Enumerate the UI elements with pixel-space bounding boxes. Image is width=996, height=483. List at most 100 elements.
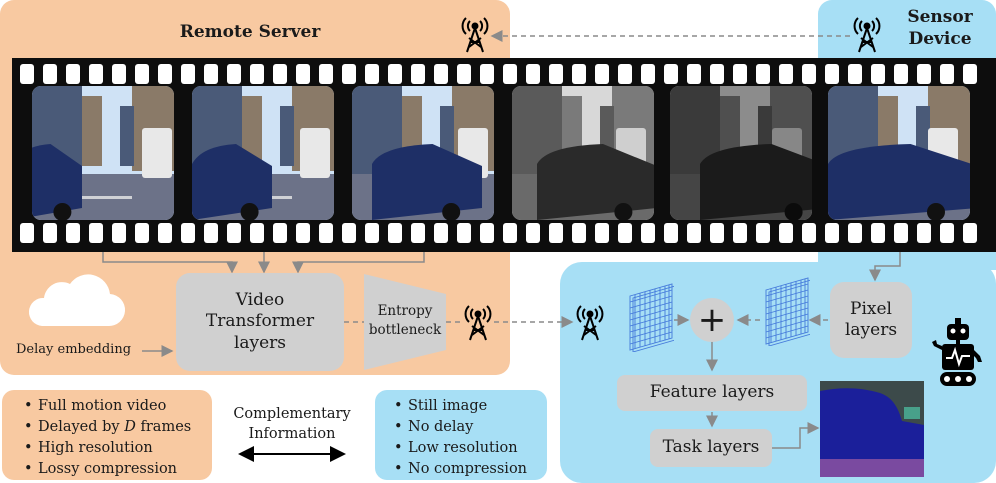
- filmstrip-hole: [825, 64, 839, 84]
- filmstrip-hole: [411, 64, 425, 84]
- robot-icon: [932, 318, 982, 386]
- server-properties-box: Full motion video Delayed by D frames Hi…: [2, 390, 212, 480]
- filmstrip-hole: [618, 223, 632, 243]
- filmstrip-hole: [89, 223, 103, 243]
- filmstrip-hole: [227, 64, 241, 84]
- filmstrip-hole: [457, 223, 471, 243]
- filmstrip-hole: [641, 64, 655, 84]
- filmstrip-hole: [825, 223, 839, 243]
- filmstrip-hole: [526, 223, 540, 243]
- grid-tensor-icon: [765, 277, 810, 346]
- filmstrip-hole: [227, 223, 241, 243]
- filmstrip-hole: [802, 64, 816, 84]
- filmstrip-hole: [687, 64, 701, 84]
- delay-embedding-label: Delay embedding: [16, 342, 132, 357]
- filmstrip-hole: [572, 64, 586, 84]
- filmstrip-hole: [457, 64, 471, 84]
- filmstrip-hole: [595, 64, 609, 84]
- sensor-properties-box: Still image No delay Low resolution No c…: [375, 390, 547, 480]
- filmstrip-hole: [158, 223, 172, 243]
- filmstrip-hole: [641, 223, 655, 243]
- sensor-device-title: Sensor Device: [907, 7, 973, 49]
- filmstrip-hole: [319, 223, 333, 243]
- filmstrip-hole: [779, 223, 793, 243]
- filmstrip-hole: [112, 64, 126, 84]
- cloud-icon: [28, 274, 126, 327]
- filmstrip-hole: [480, 223, 494, 243]
- filmstrip-hole: [20, 64, 34, 84]
- video-frame-3: [352, 86, 494, 220]
- filmstrip-hole: [158, 64, 172, 84]
- list-item: No delay: [394, 417, 547, 438]
- filmstrip-hole: [503, 223, 517, 243]
- frame6-connector: [869, 252, 901, 282]
- video-transformer-block: Video Transformer layers: [176, 273, 344, 371]
- filmstrip-hole: [411, 223, 425, 243]
- filmstrip-hole: [204, 64, 218, 84]
- filmstrip-hole: [664, 223, 678, 243]
- sensor-properties-list: Still image No delay Low resolution No c…: [375, 390, 547, 480]
- complementary-line2: Information: [248, 426, 336, 442]
- filmstrip-hole: [963, 64, 977, 84]
- list-item: Full motion video: [24, 396, 212, 417]
- filmstrip-hole: [894, 64, 908, 84]
- filmstrip-hole: [894, 223, 908, 243]
- antenna-icon: [461, 17, 489, 53]
- filmstrip-hole: [135, 223, 149, 243]
- filmstrip-hole: [687, 223, 701, 243]
- video-frame-2: [192, 86, 334, 220]
- complementary-line1: Complementary: [233, 406, 351, 422]
- list-item: No compression: [394, 459, 547, 480]
- filmstrip-hole: [779, 64, 793, 84]
- list-item: Still image: [394, 396, 547, 417]
- filmstrip-hole: [940, 223, 954, 243]
- filmstrip-hole: [434, 64, 448, 84]
- filmstrip-hole: [388, 64, 402, 84]
- filmstrip-hole: [549, 64, 563, 84]
- filmstrip-hole: [342, 64, 356, 84]
- filmstrip-hole: [296, 223, 310, 243]
- filmstrip-hole: [940, 64, 954, 84]
- list-item: High resolution: [24, 438, 212, 459]
- antenna-icon: [853, 17, 881, 53]
- filmstrip-hole: [549, 223, 563, 243]
- filmstrip-hole: [273, 64, 287, 84]
- list-item: Lossy compression: [24, 459, 212, 480]
- filmstrip-hole: [365, 223, 379, 243]
- antenna-icon: [464, 305, 492, 341]
- remote-server-title: Remote Server: [179, 22, 321, 42]
- filmstrip-hole: [365, 64, 379, 84]
- filmstrip-hole: [342, 223, 356, 243]
- filmstrip-hole: [526, 64, 540, 84]
- filmstrip-hole: [66, 64, 80, 84]
- task-layers-label: Task layers: [662, 437, 760, 458]
- filmstrip-hole: [204, 223, 218, 243]
- pixel-layers-block: Pixel layers: [830, 282, 912, 358]
- video-transformer-label: Video Transformer layers: [205, 290, 315, 353]
- entropy-bottleneck-label: Entropy bottleneck: [368, 303, 442, 338]
- filmstrip-hole: [66, 223, 80, 243]
- filmstrip-hole: [434, 223, 448, 243]
- filmstrip-hole: [595, 223, 609, 243]
- filmstrip-hole: [112, 223, 126, 243]
- antenna-icon: [576, 305, 604, 341]
- filmstrip-hole: [20, 223, 34, 243]
- filmstrip-hole: [917, 223, 931, 243]
- segmentation-output-image: [820, 381, 924, 477]
- filmstrip-hole: [89, 64, 103, 84]
- filmstrip-hole: [756, 223, 770, 243]
- filmstrip-hole: [43, 64, 57, 84]
- filmstrip-hole: [388, 223, 402, 243]
- filmstrip-hole: [664, 64, 678, 84]
- filmstrip-hole: [181, 64, 195, 84]
- feature-layers-block: Feature layers: [617, 375, 807, 411]
- filmstrip-hole: [503, 64, 517, 84]
- task-layers-block: Task layers: [650, 429, 772, 467]
- server-properties-list: Full motion video Delayed by D frames Hi…: [2, 390, 212, 480]
- filmstrip-hole: [135, 64, 149, 84]
- entropy-bottleneck-shape: [364, 274, 446, 370]
- video-frame-4: [512, 86, 654, 220]
- filmstrip-hole: [871, 64, 885, 84]
- complementary-label: Complementary Information: [220, 404, 364, 444]
